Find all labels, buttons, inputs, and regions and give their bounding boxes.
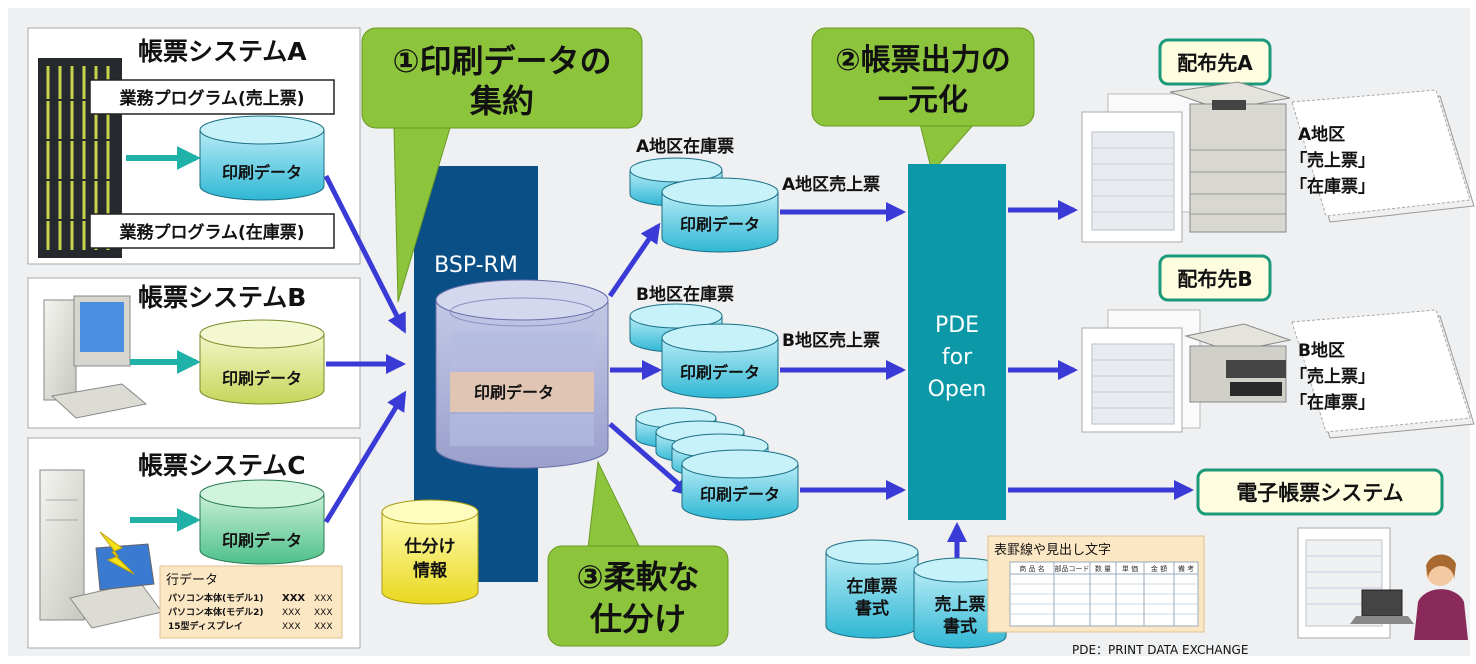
split-a-db-cylinder (661, 177, 779, 253)
template-header-1: 商 品 名 (1019, 564, 1044, 573)
callout-2-line1: ②帳票出力の (835, 43, 1010, 78)
pde-line1: PDE (935, 313, 979, 338)
template-header-3: 数 量 (1095, 564, 1111, 573)
split-c-db-label: 印刷データ (700, 485, 780, 504)
row-data-col1-2: XXX (282, 608, 301, 618)
callout-2: ②帳票出力の 一元化 (811, 27, 1035, 174)
dest-b-report-doc (1081, 309, 1201, 433)
template-header-6: 備 考 (1178, 564, 1194, 573)
bsp-db-label: 印刷データ (474, 383, 554, 402)
sales-form-line2: 書式 (943, 616, 977, 637)
sales-form-line1: 売上票 (935, 594, 986, 615)
compact-printer-icon (1184, 323, 1292, 403)
pde-footnote: PDE：PRINT DATA EXCHANGE (1072, 643, 1248, 657)
form-template-card: 表罫線や見出し文字 商 品 名 部品コード 数 量 単 価 金 額 備 考 (987, 535, 1205, 633)
bsp-db-cylinder (435, 279, 609, 469)
person-at-laptop-icon (1350, 554, 1468, 640)
row-data-col2-3: XXX (314, 622, 333, 632)
system-a-title: 帳票システムA (138, 37, 307, 66)
tower-server-icon (39, 469, 163, 629)
arrow-bsp-to-a (607, 222, 661, 298)
dest-b-doc-line1: B地区 (1298, 340, 1345, 361)
split-b-stock-label: B地区在庫票 (636, 284, 734, 305)
dest-b-doc-line2: 「売上票」 (1290, 366, 1375, 387)
dest-a-doc-line1: A地区 (1298, 124, 1345, 145)
dest-a-doc-line2: 「売上票」 (1290, 150, 1375, 171)
db-cylinder-c (199, 479, 325, 565)
db-cylinder-a (199, 115, 325, 201)
program-sales-label: 業務プログラム(売上票) (119, 88, 304, 109)
printer-icon (1169, 81, 1291, 233)
pde-line3: Open (928, 377, 987, 402)
split-c-db-cylinder (681, 449, 799, 521)
dest-a-paper-stack (1291, 89, 1475, 223)
pde-line2: for (942, 345, 973, 370)
edoc-label-box (1196, 468, 1444, 516)
sort-info-cylinder (381, 499, 479, 605)
bsp-title: BSP-RM (434, 253, 518, 278)
callout-3-line2: 仕分け (590, 600, 686, 638)
split-a-stock-label: A地区在庫票 (636, 136, 734, 157)
row-data-card: 行データ パソコン本体(モデル1) XXX XXX パソコン本体(モデル2) X… (159, 565, 343, 639)
system-b-title: 帳票システムB (138, 283, 306, 312)
row-data-col2-2: XXX (314, 608, 333, 618)
row-data-name-3: 15型ディスプレイ (168, 620, 243, 632)
split-a-db-label: 印刷データ (680, 215, 760, 234)
row-data-name-2: パソコン本体(モデル2) (168, 606, 264, 618)
pde-panel (908, 164, 1006, 520)
row-data-title: 行データ (166, 572, 218, 588)
split-a-sales-label: A地区売上票 (782, 174, 880, 195)
split-b-sales-label: B地区売上票 (782, 330, 880, 351)
stock-form-line2: 書式 (855, 598, 889, 619)
arrow-a-to-bsp (323, 174, 407, 334)
template-header-5: 金 額 (1151, 564, 1167, 573)
split-b-db-cylinder (661, 323, 779, 399)
dest-b-label: 配布先B (1177, 267, 1252, 291)
dest-b-paper-stack (1291, 309, 1475, 439)
dest-a-report-doc (1081, 93, 1201, 243)
split-b-db-label: 印刷データ (680, 363, 760, 382)
program-stock-box (89, 213, 335, 249)
db-cylinder-b (199, 319, 325, 405)
callout-3: ③柔軟な 仕分け (547, 460, 729, 647)
form-template-title: 表罫線や見出し文字 (994, 542, 1111, 558)
dest-b-doc-line3: 「在庫票」 (1290, 392, 1375, 413)
sort-info-line1: 仕分け (404, 536, 456, 557)
lightning-icon (99, 531, 135, 575)
dest-a-label-box (1158, 38, 1272, 86)
desktop-pc-icon (43, 295, 148, 419)
row-data-col2-1: XXX (314, 594, 333, 604)
row-data-name-1: パソコン本体(モデル1) (168, 592, 264, 604)
arrow-c-to-bsp (323, 390, 407, 524)
template-header-4: 単 価 (1122, 564, 1138, 573)
stock-form-line1: 在庫票 (847, 576, 898, 597)
row-data-col1-1: XXX (282, 593, 305, 604)
row-data-col1-3: XXX (282, 622, 301, 632)
callout-3-line1: ③柔軟な (576, 558, 699, 596)
callout-1-line1: ①印刷データの (392, 42, 611, 80)
system-b-panel: 帳票システムB 印刷データ (27, 277, 361, 429)
edoc-label: 電子帳票システム (1236, 481, 1403, 505)
db-a-label: 印刷データ (222, 163, 302, 182)
program-stock-label: 業務プログラム(在庫票) (119, 222, 304, 243)
callout-2-line2: 一元化 (878, 83, 968, 118)
callout-1-line2: 集約 (469, 82, 534, 120)
dest-a-doc-line3: 「在庫票」 (1290, 176, 1375, 197)
db-b-label: 印刷データ (222, 369, 302, 388)
callout-1: ①印刷データの 集約 (361, 27, 643, 303)
arrow-bsp-to-c (608, 422, 694, 497)
system-a-panel: 帳票システムA 業務プログラム(売上票) 業務プログラム(在庫票) 印刷データ (27, 27, 361, 265)
db-c-label: 印刷データ (222, 531, 302, 550)
dest-a-label: 配布先A (1177, 51, 1253, 75)
dest-b-label-box (1158, 254, 1272, 302)
template-header-2: 部品コード (1055, 564, 1090, 573)
sort-info-line2: 情報 (413, 560, 448, 581)
program-sales-box (89, 79, 335, 115)
system-c-panel: 帳票システムC 印刷データ 行データ パソコン本体(モデル1) XXX XXX … (27, 437, 361, 649)
system-c-title: 帳票システムC (138, 451, 306, 480)
